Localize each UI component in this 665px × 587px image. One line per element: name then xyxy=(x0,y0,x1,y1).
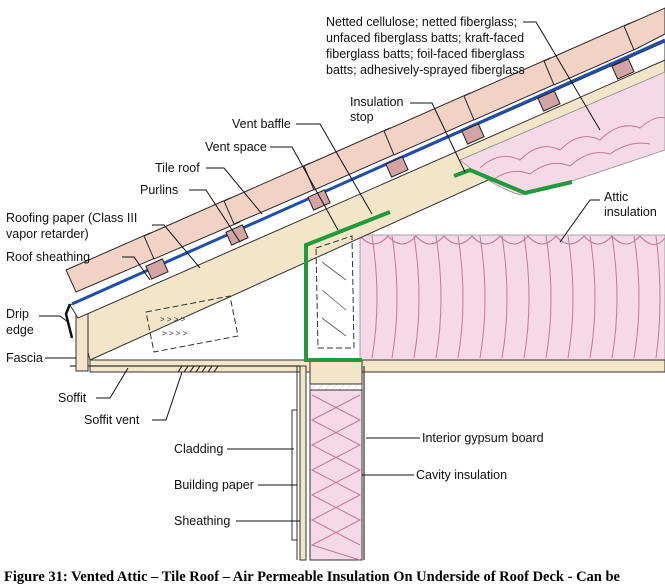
roof-tiles xyxy=(65,7,665,293)
label-purlins: Purlins xyxy=(140,183,178,197)
label-netted-line-3: fiberglass batts; foil-faced fiberglass xyxy=(326,47,525,61)
cladding-board xyxy=(291,409,298,541)
vertical-web xyxy=(315,235,355,349)
vent-baffle-line xyxy=(304,210,391,362)
label-roofing-paper-2: vapor retarder) xyxy=(6,227,89,241)
figure-caption: Figure 31: Vented Attic – Tile Roof – Ai… xyxy=(4,569,621,585)
label-soffit-vent: Soffit vent xyxy=(84,413,140,427)
label-vent-baffle: Vent baffle xyxy=(232,117,291,131)
roof-deck-insulation xyxy=(459,71,665,196)
label-cladding: Cladding xyxy=(174,442,223,456)
attic-insulation xyxy=(359,234,665,361)
label-drip-edge-2: edge xyxy=(6,323,34,337)
wall-cavity-insulation xyxy=(309,389,363,561)
label-tile-roof: Tile roof xyxy=(155,161,200,175)
label-netted-line-1: Netted cellulose; netted fiberglass; xyxy=(326,15,517,29)
label-cavity-insulation: Cavity insulation xyxy=(416,468,507,482)
svg-text:> > > >: > > > > xyxy=(160,315,186,324)
soffit-vent xyxy=(177,365,219,373)
label-soffit: Soffit xyxy=(58,391,87,405)
labels: Netted cellulose; netted fiberglass; unf… xyxy=(6,15,657,528)
label-attic-insulation-2: insulation xyxy=(604,205,657,219)
top-plate xyxy=(309,359,363,385)
label-drip-edge-1: Drip xyxy=(6,307,29,321)
ceiling-joist xyxy=(89,359,665,373)
label-insulation-stop-2: stop xyxy=(350,110,374,124)
roofing-paper-line xyxy=(71,38,665,306)
label-attic-insulation-1: Attic xyxy=(604,190,628,204)
label-netted-line-4: batts; adhesively-sprayed fiberglass xyxy=(326,63,525,77)
label-sheathing: Sheathing xyxy=(174,514,230,528)
label-roof-sheathing: Roof sheathing xyxy=(6,250,90,264)
svg-text:> > > >: > > > > xyxy=(162,329,188,338)
label-fascia: Fascia xyxy=(6,351,43,365)
insulation-stop-line xyxy=(453,167,573,196)
drip-edge-flashing xyxy=(64,303,74,339)
top-plate-lower xyxy=(309,383,363,391)
label-roofing-paper-1: Roofing paper (Class III xyxy=(6,211,137,225)
label-building-paper: Building paper xyxy=(174,478,254,492)
label-interior-gypsum-board: Interior gypsum board xyxy=(422,431,544,445)
label-insulation-stop-1: Insulation xyxy=(350,95,404,109)
label-vent-space: Vent space xyxy=(205,140,267,154)
leader-lines xyxy=(39,21,601,522)
label-netted-line-2: unfaced fiberglass batts; kraft-faced xyxy=(326,31,524,45)
truss-plate: > > > > > > > > xyxy=(145,295,239,353)
wall-sheathing xyxy=(299,365,307,561)
